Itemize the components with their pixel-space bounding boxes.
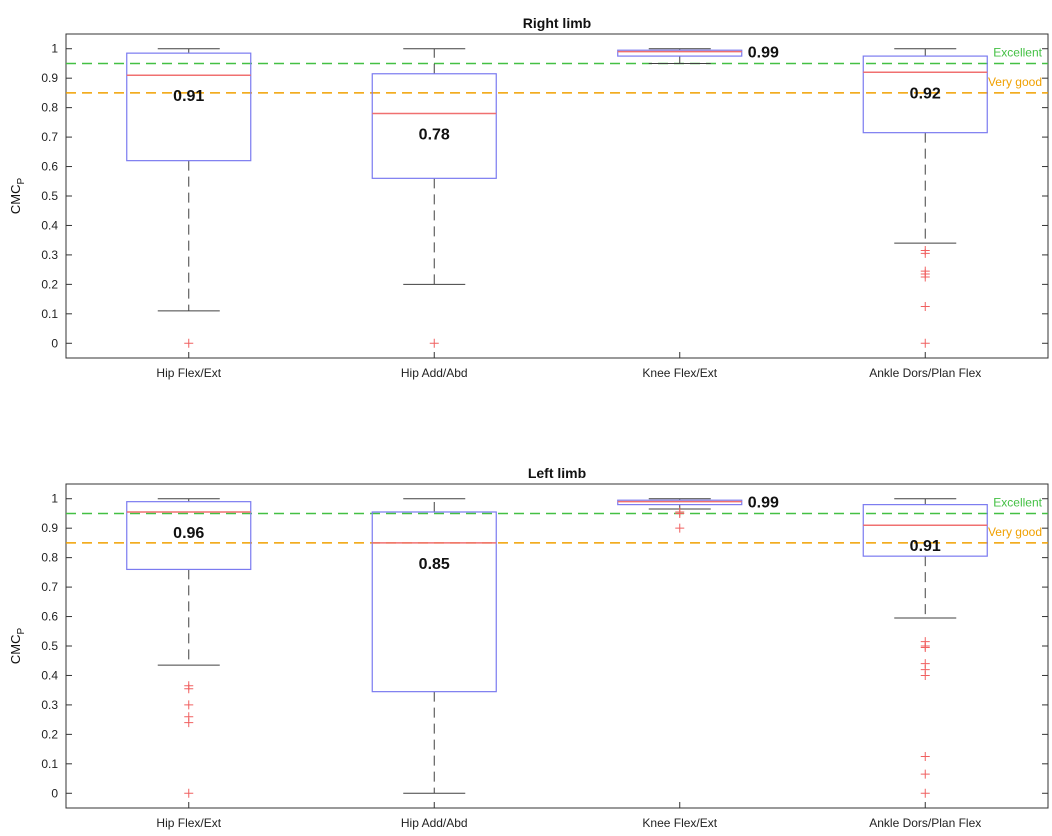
- outlier-marker: [429, 338, 439, 348]
- box-iqr: [371, 73, 497, 179]
- y-axis-label: CMCP: [8, 178, 27, 215]
- box-group: 0.91: [126, 48, 252, 348]
- plot-area-frame: [65, 33, 1049, 359]
- y-tick-label: 0.2: [41, 277, 58, 291]
- y-axis-label-subscript: P: [16, 178, 27, 185]
- median-value-label: 0.91: [910, 538, 941, 555]
- x-tick-label: Knee Flex/Ext: [642, 816, 717, 830]
- median-value-label: 0.99: [748, 45, 779, 62]
- y-axis-label-main: CMC: [8, 185, 23, 215]
- y-tick-label: 0.3: [41, 248, 58, 262]
- plot-area-frame: [65, 483, 1049, 809]
- chart-panel-right-limb: Right limb00.10.20.30.40.50.60.70.80.91C…: [8, 15, 1049, 380]
- box-iqr: [126, 501, 252, 571]
- y-tick-label: 0.2: [41, 727, 58, 741]
- outlier-marker: [920, 788, 930, 798]
- y-tick-label: 0.5: [41, 189, 58, 203]
- reference-line-label: Excellent: [993, 495, 1042, 509]
- outlier-marker: [920, 769, 930, 779]
- y-tick-label: 0.6: [41, 160, 58, 174]
- box-iqr: [371, 511, 497, 693]
- x-tick-label: Hip Add/Abd: [401, 366, 468, 380]
- y-tick-label: 0.5: [41, 639, 58, 653]
- outlier-marker: [920, 338, 930, 348]
- box-iqr: [862, 55, 988, 134]
- median-value-label: 0.85: [419, 556, 450, 573]
- y-tick-label: 0.1: [41, 757, 58, 771]
- y-tick-label: 0.9: [41, 521, 58, 535]
- x-tick-label: Ankle Dors/Plan Flex: [869, 366, 981, 380]
- box-group: 0.78: [371, 48, 497, 348]
- box-group: 0.99: [617, 495, 779, 533]
- chart-title: Right limb: [523, 15, 591, 31]
- y-tick-label: 1: [51, 492, 58, 506]
- y-tick-label: 0.6: [41, 610, 58, 624]
- box-group: 0.92: [862, 48, 988, 348]
- x-tick-label: Hip Flex/Ext: [156, 366, 221, 380]
- outlier-marker: [920, 301, 930, 311]
- x-tick-label: Hip Add/Abd: [401, 816, 468, 830]
- box-group: 0.96: [126, 498, 252, 798]
- y-tick-label: 0.1: [41, 307, 58, 321]
- outlier-marker: [675, 523, 685, 533]
- y-tick-label: 0.8: [41, 101, 58, 115]
- median-value-label: 0.99: [748, 495, 779, 512]
- outlier-marker: [675, 508, 685, 518]
- y-axis-label-subscript: P: [16, 628, 27, 635]
- median-value-label: 0.92: [910, 85, 941, 102]
- outlier-marker: [184, 718, 194, 728]
- x-tick-label: Ankle Dors/Plan Flex: [869, 816, 981, 830]
- y-tick-label: 0.9: [41, 71, 58, 85]
- box-group: 0.99: [617, 45, 779, 64]
- y-tick-label: 0.3: [41, 698, 58, 712]
- box-iqr: [617, 49, 743, 57]
- outlier-marker: [920, 248, 930, 258]
- median-value-label: 0.91: [173, 88, 204, 105]
- outlier-marker: [184, 684, 194, 694]
- y-tick-label: 0: [51, 336, 58, 350]
- outlier-marker: [184, 788, 194, 798]
- y-tick-label: 0.8: [41, 551, 58, 565]
- outlier-marker: [920, 670, 930, 680]
- outlier-marker: [920, 272, 930, 282]
- median-value-label: 0.78: [419, 127, 450, 144]
- outlier-marker: [184, 338, 194, 348]
- x-tick-label: Knee Flex/Ext: [642, 366, 717, 380]
- y-tick-label: 0.4: [41, 218, 58, 232]
- outlier-marker: [920, 751, 930, 761]
- y-tick-label: 0: [51, 786, 58, 800]
- y-axis-label: CMCP: [8, 628, 27, 665]
- y-axis-label-main: CMC: [8, 635, 23, 665]
- reference-line-label: Very good: [988, 525, 1042, 539]
- reference-line-label: Excellent: [993, 45, 1042, 59]
- outlier-marker: [184, 700, 194, 710]
- chart-panel-left-limb: Left limb00.10.20.30.40.50.60.70.80.91CM…: [8, 465, 1049, 830]
- y-tick-label: 0.7: [41, 130, 58, 144]
- box-iqr: [126, 52, 252, 162]
- box-group: 0.91: [862, 498, 988, 798]
- box-group: 0.85: [371, 498, 497, 794]
- chart-title: Left limb: [528, 465, 586, 481]
- x-tick-label: Hip Flex/Ext: [156, 816, 221, 830]
- reference-line-label: Very good: [988, 75, 1042, 89]
- y-tick-label: 1: [51, 42, 58, 56]
- y-tick-label: 0.7: [41, 580, 58, 594]
- median-value-label: 0.96: [173, 525, 204, 542]
- outlier-marker: [920, 642, 930, 652]
- y-tick-label: 0.4: [41, 668, 58, 682]
- box-iqr: [862, 504, 988, 557]
